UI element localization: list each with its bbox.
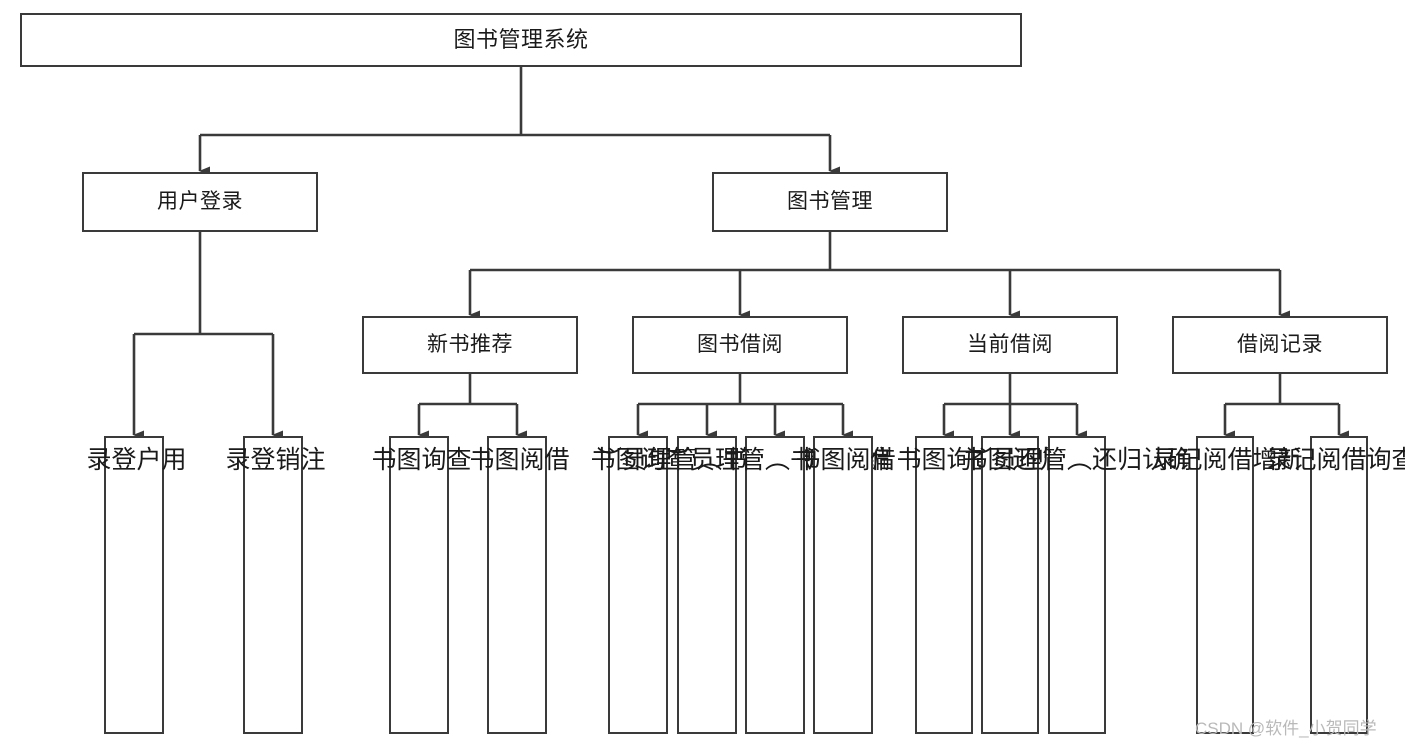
node-label: 新 增 借 阅 记 录 (1149, 446, 1302, 474)
node-leaf-borrow-book-2[interactable]: 借 阅 图 书 (792, 436, 895, 734)
node-leaf-query-book-1[interactable]: 查 询 图 书 (368, 436, 471, 734)
node-leaf-user-logout[interactable]: 注 销 登 录 (222, 436, 325, 734)
node-label: 图书借阅 (697, 332, 783, 356)
node-label: 新书推荐 (427, 332, 513, 356)
node-leaf-confirm-return[interactable]: 确 认 归 还 （ 管 理 员 ） (964, 436, 1192, 734)
edges-group (132, 67, 1349, 440)
node-label: 查 询 图 书 (368, 446, 471, 474)
node-label: 用户登录 (157, 189, 243, 213)
node-leaf-edit-book[interactable]: 编 辑 图 书 （ 管 理 员 ） (662, 436, 890, 734)
node-label: 确 认 归 还 （ 管 理 员 ） (963, 446, 1192, 474)
node-label: 借 阅 图 书 (466, 446, 569, 474)
node-current-borrow[interactable]: 当前借阅 (902, 316, 1118, 374)
node-leaf-query-record[interactable]: 查 询 借 阅 记 录 (1263, 436, 1405, 734)
node-leaf-query-book-3[interactable]: 查 询 图 书 (893, 436, 996, 734)
node-leaf-borrow-book-1[interactable]: 借 阅 图 书 (466, 436, 569, 734)
node-label: 当前借阅 (967, 332, 1053, 356)
node-leaf-user-login[interactable]: 用 户 登 录 (83, 436, 186, 734)
node-leaf-return-book[interactable]: 归 还 图 书 (959, 436, 1062, 734)
node-user-login[interactable]: 用户登录 (82, 172, 318, 232)
node-leaf-query-book-2[interactable]: 查 询 图 书 (587, 436, 690, 734)
node-root-label: 图书管理系统 (453, 27, 589, 53)
node-book-borrow[interactable]: 图书借阅 (632, 316, 848, 374)
node-label: 图书管理 (787, 189, 873, 213)
node-label: 查 询 借 阅 记 录 (1263, 446, 1405, 474)
node-label: 注 销 登 录 (222, 446, 325, 474)
node-label: 用 户 登 录 (83, 446, 186, 474)
node-new-book-recommend[interactable]: 新书推荐 (362, 316, 578, 374)
node-root[interactable]: 图书管理系统 (20, 13, 1022, 67)
node-borrow-record[interactable]: 借阅记录 (1172, 316, 1388, 374)
node-leaf-add-book[interactable]: 新 增 图 书 （ 管 理 员 ） (594, 436, 822, 734)
node-leaf-add-record[interactable]: 新 增 借 阅 记 录 (1149, 436, 1302, 734)
node-book-management[interactable]: 图书管理 (712, 172, 948, 232)
csdn-watermark: CSDN @软件_小贺同学 (1195, 719, 1377, 738)
node-label: 借阅记录 (1237, 332, 1323, 356)
node-label: 借 阅 图 书 (792, 446, 895, 474)
